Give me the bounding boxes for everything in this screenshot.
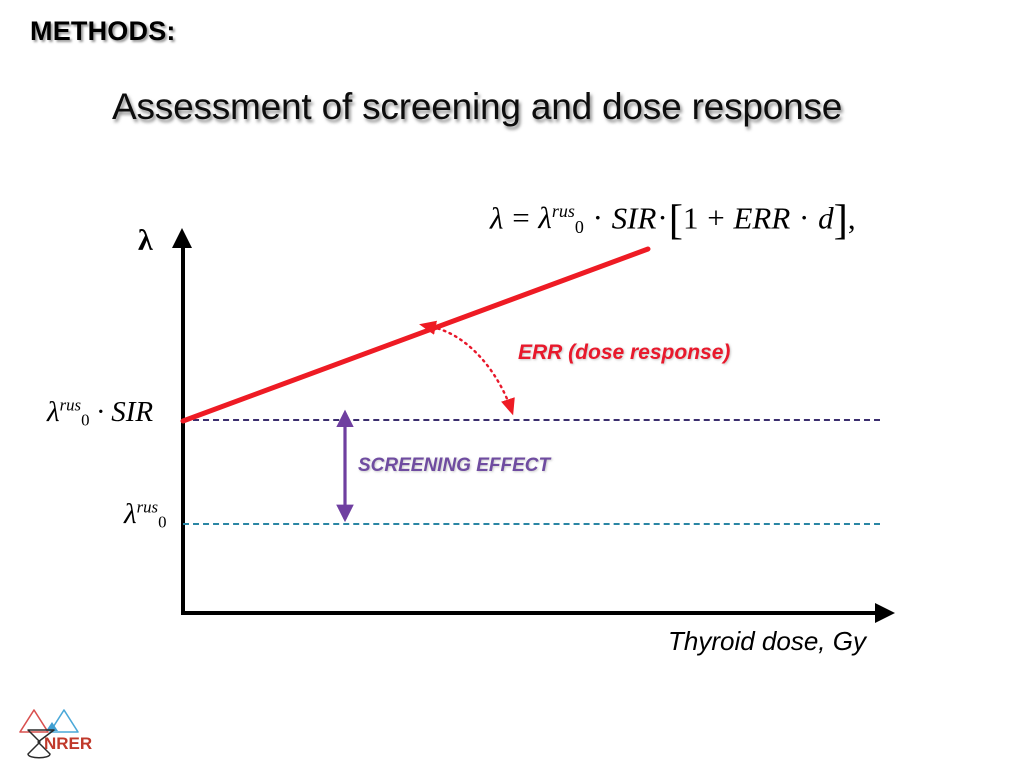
equation-lambda-superscript: rus: [551, 201, 575, 222]
x-axis-line: [181, 611, 881, 615]
y-tick-lower-subscript: 0: [158, 512, 167, 532]
equation-bracket-close: ]: [833, 197, 848, 244]
logo-blue-arrow-icon: [49, 709, 79, 733]
logo-red-arrow-icon: [19, 709, 49, 733]
x-axis-label: Thyroid dose, Gy: [668, 626, 866, 656]
y-tick-upper-lambda0: λrus0: [47, 395, 90, 430]
equation-plus: +: [707, 200, 725, 236]
section-label-methods: METHODS:: [30, 16, 176, 46]
reference-line-screened-baseline: [183, 419, 880, 421]
equation-lambda-base: λ: [538, 200, 552, 236]
page-title: Assessment of screening and dose respons…: [112, 86, 843, 127]
annotation-err-dose-response: ERR (dose response): [518, 341, 731, 364]
annotation-screening-effect: SCREENING EFFECT: [358, 455, 551, 476]
equation-dot-3: ·: [799, 200, 810, 236]
equation-err: ERR: [733, 200, 791, 236]
y-tick-upper-lambda: λ: [47, 396, 60, 428]
y-axis-arrowhead-icon: [172, 228, 192, 248]
equation-lhs-lambda: λ: [490, 200, 504, 236]
equation-one: 1: [683, 200, 699, 236]
y-tick-upper-superscript: rus: [59, 395, 82, 415]
logo-blue-arrowhead-icon: [46, 722, 58, 731]
y-axis-label: λ: [138, 224, 153, 257]
nrer-logo: NRER: [19, 709, 92, 759]
equation-d: d: [818, 200, 834, 236]
equation-equals: =: [512, 200, 530, 236]
equation-sir: SIR: [611, 200, 657, 236]
y-tick-lower-lambda0: λrus0: [124, 497, 167, 532]
dose-response-line: [180, 246, 651, 424]
logo-vessel-icon: [27, 729, 55, 759]
y-tick-upper-sir: SIR: [111, 396, 154, 428]
err-callout-arrow: [419, 320, 515, 416]
equation-dot-1: ·: [592, 200, 603, 236]
y-tick-label-screened-baseline: λrus0 · SIR: [47, 395, 154, 430]
logo-text: NRER: [44, 734, 92, 753]
x-axis-arrowhead-icon: [875, 603, 895, 623]
model-equation: λ = λrus0 · SIR·[1 + ERR · d],: [490, 197, 856, 244]
y-tick-lower-lambda: λ: [124, 498, 137, 530]
y-tick-label-unscreened-baseline: λrus0: [124, 497, 167, 532]
y-tick-upper-subscript: 0: [81, 410, 90, 430]
equation-comma: ,: [847, 200, 856, 236]
y-axis-line: [181, 244, 185, 615]
y-tick-upper-dot: ·: [96, 396, 104, 428]
equation-dot-2: ·: [657, 200, 668, 236]
equation-bracket-open: [: [668, 197, 683, 244]
equation-lambda0-rus: λrus0: [538, 200, 583, 236]
reference-line-unscreened-baseline: [183, 523, 880, 525]
equation-lambda-subscript: 0: [574, 217, 584, 238]
y-tick-lower-superscript: rus: [136, 497, 159, 517]
